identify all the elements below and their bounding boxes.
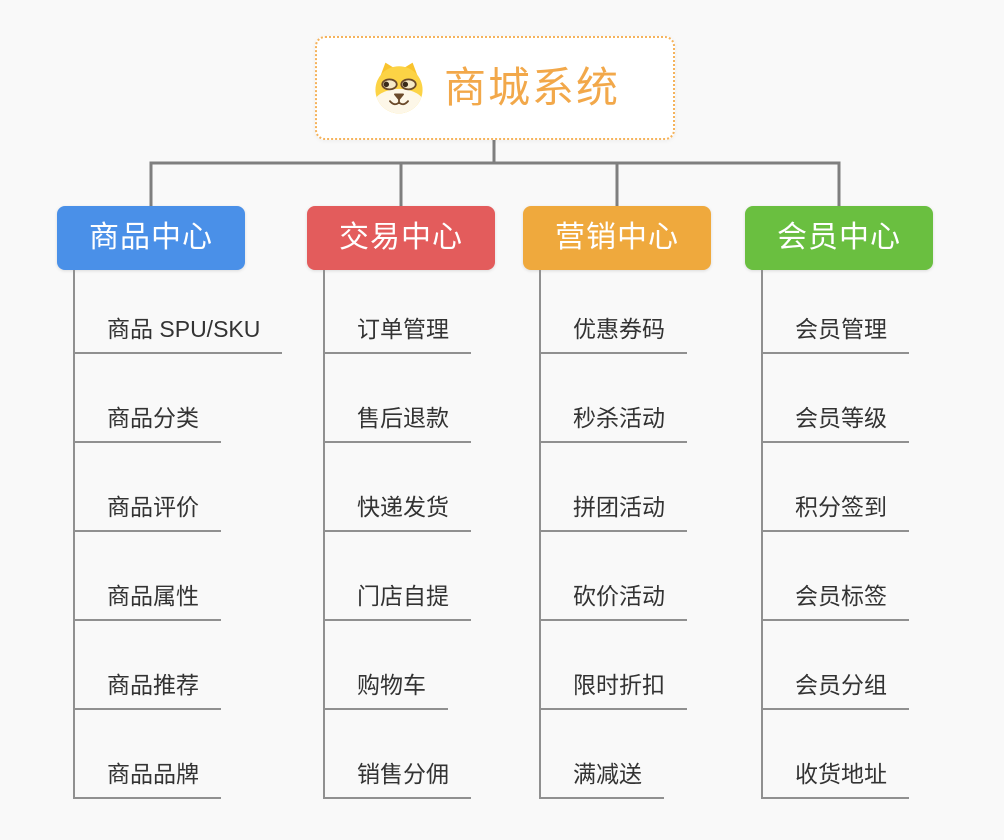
leaf-node[interactable]: 会员管理: [761, 270, 909, 354]
leaf-node[interactable]: 会员分组: [761, 621, 909, 710]
leaf-node[interactable]: 商品品牌: [73, 710, 221, 799]
leaf-node[interactable]: 购物车: [323, 621, 448, 710]
branch-children: 优惠券码秒杀活动拼团活动砍价活动限时折扣满减送: [539, 270, 687, 799]
leaf-node[interactable]: 会员等级: [761, 354, 909, 443]
leaf-node[interactable]: 销售分佣: [323, 710, 471, 799]
leaf-node[interactable]: 积分签到: [761, 443, 909, 532]
leaf-node[interactable]: 商品推荐: [73, 621, 221, 710]
leaf-node[interactable]: 快递发货: [323, 443, 471, 532]
branch-label: 商品中心: [89, 221, 213, 254]
branch-children: 订单管理售后退款快递发货门店自提购物车销售分佣: [323, 270, 471, 799]
branch-label: 会员中心: [777, 221, 901, 254]
leaf-node[interactable]: 商品评价: [73, 443, 221, 532]
branch-label: 交易中心: [339, 221, 463, 254]
leaf-node[interactable]: 满减送: [539, 710, 664, 799]
leaf-node[interactable]: 门店自提: [323, 532, 471, 621]
leaf-node[interactable]: 拼团活动: [539, 443, 687, 532]
leaf-node[interactable]: 会员标签: [761, 532, 909, 621]
root-node[interactable]: 商城系统: [315, 36, 675, 140]
leaf-node[interactable]: 收货地址: [761, 710, 909, 799]
branch-children: 会员管理会员等级积分签到会员标签会员分组收货地址: [761, 270, 909, 799]
branch-node[interactable]: 营销中心: [523, 206, 711, 270]
leaf-node[interactable]: 售后退款: [323, 354, 471, 443]
leaf-node[interactable]: 秒杀活动: [539, 354, 687, 443]
branch-label: 营销中心: [555, 221, 679, 254]
branch-node[interactable]: 交易中心: [307, 206, 495, 270]
leaf-node[interactable]: 商品属性: [73, 532, 221, 621]
leaf-node[interactable]: 砍价活动: [539, 532, 687, 621]
branch-node[interactable]: 会员中心: [745, 206, 933, 270]
dog-face-icon: [370, 60, 428, 116]
branch-node[interactable]: 商品中心: [57, 206, 245, 270]
leaf-node[interactable]: 商品分类: [73, 354, 221, 443]
leaf-node[interactable]: 订单管理: [323, 270, 471, 354]
leaf-node[interactable]: 商品 SPU/SKU: [73, 270, 283, 354]
leaf-node[interactable]: 优惠券码: [539, 270, 687, 354]
root-title: 商城系统: [443, 64, 620, 111]
leaf-node[interactable]: 限时折扣: [539, 621, 687, 710]
